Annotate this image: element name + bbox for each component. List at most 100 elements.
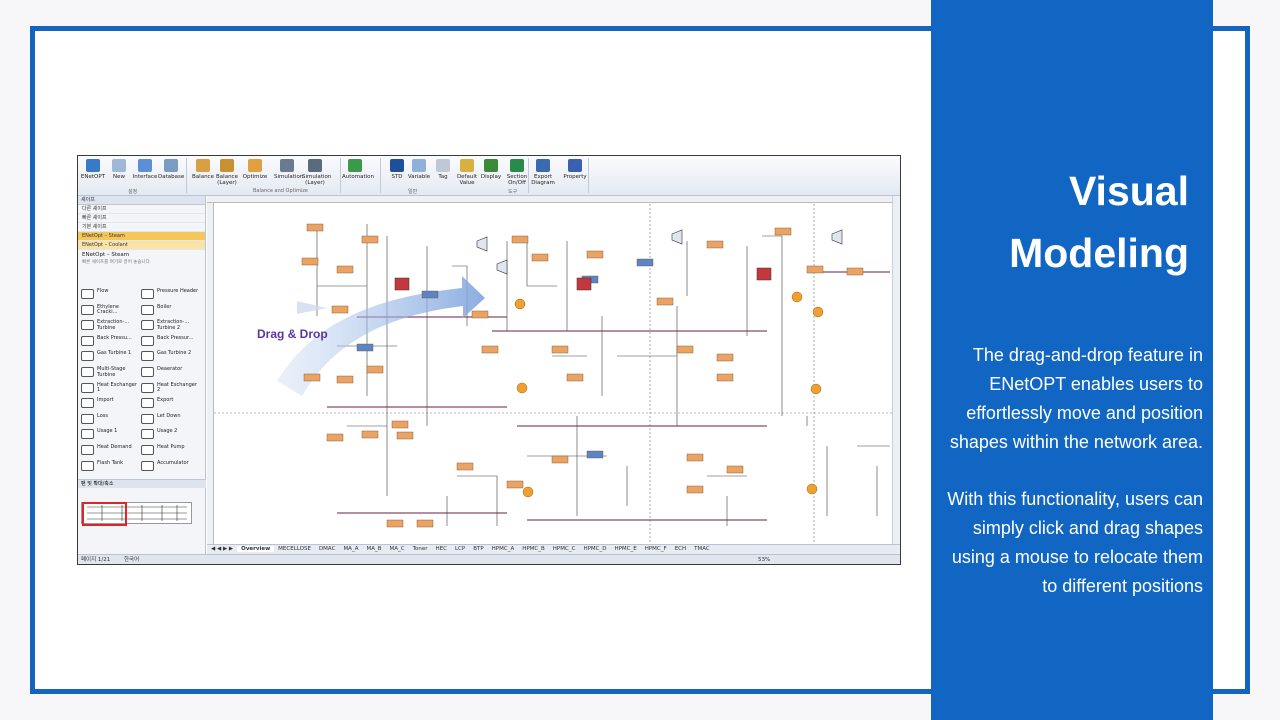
page-tab[interactable]: HPMC_E [614, 546, 637, 552]
boiler-shape[interactable] [394, 277, 410, 291]
stencil-shape[interactable]: Back Pressur... [141, 335, 201, 350]
page-tab[interactable]: HPMC_F [644, 546, 667, 552]
page-tab[interactable]: HPMC_A [491, 546, 515, 552]
flow-shape[interactable] [566, 373, 584, 382]
flow-shape[interactable] [706, 240, 724, 249]
zoom-level[interactable]: 53% [758, 557, 771, 563]
stencil-shape[interactable]: Multi-Stage Turbine [81, 366, 141, 381]
ribbon-button[interactable]: Balance [190, 159, 216, 180]
stencil-shape[interactable]: Ethylene Cracki... [81, 304, 141, 319]
turbine-shape[interactable] [831, 229, 843, 245]
flow-shape[interactable] [336, 375, 354, 384]
page-tab[interactable]: Overview [237, 546, 275, 552]
turbine-shape[interactable] [476, 236, 488, 252]
ribbon-button[interactable]: Export Diagram [530, 159, 556, 186]
flow-shape[interactable] [303, 373, 321, 382]
flow-shape[interactable] [551, 345, 569, 354]
flow-shape[interactable] [301, 257, 319, 266]
flow-shape[interactable] [331, 305, 349, 314]
import-shape[interactable] [356, 343, 374, 352]
flow-shape[interactable] [481, 345, 499, 354]
ribbon-button[interactable]: Automation [342, 159, 374, 180]
ribbon-button[interactable]: STD [384, 159, 410, 180]
page-tab[interactable]: TMAC [694, 546, 710, 552]
tab-scroll-arrows[interactable]: ◀ ◀ ▶ ▶ [211, 546, 234, 552]
ribbon-button[interactable]: Section On/Off [504, 159, 530, 186]
stencil-shape[interactable]: Loss [81, 413, 141, 428]
page-tab[interactable]: HPMC_C [552, 546, 576, 552]
stencil-shape[interactable]: Pressure Header [141, 288, 201, 303]
ribbon-button[interactable]: Property [562, 159, 588, 180]
flow-shape[interactable] [716, 373, 734, 382]
flow-shape[interactable] [456, 462, 474, 471]
flow-shape[interactable] [391, 420, 409, 429]
page-tab[interactable]: DMAC [318, 546, 336, 552]
flow-shape[interactable] [416, 519, 434, 528]
import-shape[interactable] [586, 450, 604, 459]
page-tab[interactable]: HPMC_B [522, 546, 545, 552]
page-tab[interactable]: HPMC_D [583, 546, 607, 552]
flow-shape[interactable] [361, 430, 379, 439]
flow-shape[interactable] [396, 431, 414, 440]
stencil-shape[interactable]: Usage 1 [81, 428, 141, 443]
flow-shape[interactable] [726, 465, 744, 474]
vertical-scrollbar[interactable] [892, 196, 900, 544]
page-tab[interactable]: MA_B [366, 546, 382, 552]
stencil-shape[interactable]: Let Down [141, 413, 201, 428]
boiler-shape[interactable] [576, 277, 592, 291]
viewport-indicator[interactable] [82, 502, 127, 526]
stencil-shape[interactable]: Heat Pump [141, 444, 201, 459]
turbine-shape[interactable] [496, 259, 508, 275]
stencil-shape[interactable]: Flow [81, 288, 141, 303]
flow-shape[interactable] [471, 310, 489, 319]
flow-shape[interactable] [586, 250, 604, 259]
ribbon-button[interactable]: ENetOPT [80, 159, 106, 180]
ribbon-button[interactable]: Variable [406, 159, 432, 180]
stencil-item[interactable]: 기본 셰이프 [78, 223, 205, 232]
page-tab[interactable]: Toner [412, 546, 428, 552]
ribbon-button[interactable]: Interface [132, 159, 158, 180]
stencil-item-selected[interactable]: ENetOpt – Steam [78, 232, 205, 241]
stencil-shape[interactable]: Gas Turbine 1 [81, 350, 141, 365]
loss-shape[interactable] [812, 306, 824, 318]
import-shape[interactable] [421, 290, 439, 299]
flow-shape[interactable] [506, 480, 524, 489]
stencil-shape[interactable]: Accumulator [141, 460, 201, 475]
stencil-item[interactable]: 빠른 셰이프 [78, 214, 205, 223]
stencil-shape[interactable]: Deaerator [141, 366, 201, 381]
flow-shape[interactable] [846, 267, 864, 276]
stencil-shape[interactable]: Export [141, 397, 201, 412]
flow-shape[interactable] [306, 223, 324, 232]
loss-shape[interactable] [522, 486, 534, 498]
ribbon-button[interactable]: Display [478, 159, 504, 180]
stencil-item[interactable]: 다른 셰이프 [78, 205, 205, 214]
flow-shape[interactable] [686, 453, 704, 462]
stencil-shape[interactable]: Boiler [141, 304, 201, 319]
stencil-shape[interactable]: Flash Tank [81, 460, 141, 475]
flow-shape[interactable] [716, 353, 734, 362]
loss-shape[interactable] [514, 298, 526, 310]
flow-shape[interactable] [336, 265, 354, 274]
stencil-shape[interactable]: Import [81, 397, 141, 412]
ribbon-button[interactable]: Simulation (Layer) [302, 159, 331, 186]
stencil-shape[interactable]: Heat Exchanger 2 [141, 382, 201, 397]
ribbon-button[interactable]: Simulation [274, 159, 303, 180]
flow-shape[interactable] [531, 253, 549, 262]
import-shape[interactable] [636, 258, 654, 267]
stencil-shape[interactable]: Heat Demand [81, 444, 141, 459]
page-tab[interactable]: ECH [674, 546, 687, 552]
flow-shape[interactable] [361, 235, 379, 244]
page-tab[interactable]: MECELLOSE [278, 546, 311, 552]
flow-shape[interactable] [366, 365, 384, 374]
flow-shape[interactable] [551, 455, 569, 464]
diagram-canvas[interactable]: Drag & Drop [207, 196, 892, 544]
ribbon-button[interactable]: Balance (Layer) [214, 159, 240, 186]
page-tab[interactable]: BTP [473, 546, 484, 552]
ribbon-button[interactable]: New [106, 159, 132, 180]
flow-shape[interactable] [686, 485, 704, 494]
page-tab[interactable]: MA_C [389, 546, 405, 552]
page-tab[interactable]: MA_A [343, 546, 359, 552]
stencil-shape[interactable]: Extraction-... Turbine [81, 319, 141, 334]
flow-shape[interactable] [386, 519, 404, 528]
ribbon-button[interactable]: Optimize [242, 159, 268, 180]
